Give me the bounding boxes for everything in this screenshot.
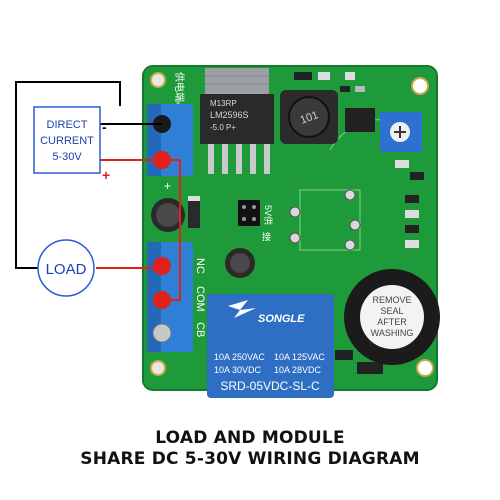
terminal-screw-cb bbox=[152, 323, 172, 343]
ic-text-3: -5.0 P+ bbox=[210, 123, 236, 132]
power-line-3: 5-30V bbox=[52, 151, 82, 163]
smd-components bbox=[289, 72, 424, 374]
mounting-hole bbox=[150, 360, 166, 376]
inductor: 101 bbox=[280, 90, 338, 144]
capacitor-middle bbox=[225, 248, 255, 278]
relay-brand: SONGLE bbox=[258, 313, 305, 325]
relay-row2a: 10A 30VDC bbox=[214, 365, 262, 375]
board-plus-label: + bbox=[164, 179, 171, 193]
regulator-ic: M13RP LM2596S -5.0 P+ bbox=[200, 68, 274, 174]
label-nc: NC bbox=[194, 258, 206, 274]
relay-row1a: 10A 250VAC bbox=[214, 352, 265, 362]
ic-text-1: M13RP bbox=[210, 99, 237, 108]
board-minus-label: - bbox=[176, 95, 180, 109]
mounting-hole bbox=[150, 72, 166, 88]
label-cb: CB bbox=[194, 322, 206, 337]
jumper: 5V供 接 bbox=[238, 200, 274, 242]
relay: SONGLE 10A 250VAC 10A 125VAC 10A 30VDC 1… bbox=[207, 294, 334, 398]
relay-terminal-block: NC COM CB bbox=[147, 242, 206, 352]
caption-line-2: SHARE DC 5-30V WIRING DIAGRAM bbox=[80, 449, 420, 469]
buzzer: REMOVE SEAL AFTER WASHING bbox=[344, 269, 440, 365]
load-symbol: LOAD bbox=[37, 239, 95, 297]
diode bbox=[188, 196, 200, 228]
power-supply-box: DIRECT CURRENT 5-30V - + bbox=[33, 106, 110, 183]
buzzer-line-1: REMOVE bbox=[372, 295, 411, 305]
jumper-label-2: 接 bbox=[262, 231, 271, 242]
wires bbox=[15, 81, 181, 301]
buzzer-line-3: AFTER bbox=[377, 317, 407, 327]
power-minus-sign: - bbox=[102, 119, 107, 135]
capacitor-left bbox=[151, 198, 185, 232]
relay-model: SRD-05VDC-SL-C bbox=[220, 379, 320, 393]
relay-row2b: 10A 28VDC bbox=[274, 365, 322, 375]
inductor-mark: 101 bbox=[299, 109, 320, 127]
power-line-2: CURRENT bbox=[40, 135, 94, 147]
wire-red-com bbox=[162, 159, 181, 301]
ic-text-2: LM2596S bbox=[210, 110, 249, 120]
potentiometer bbox=[380, 112, 422, 152]
relay-row1b: 10A 125VAC bbox=[274, 352, 325, 362]
wire-black-top bbox=[15, 81, 121, 269]
mounting-hole bbox=[416, 359, 434, 377]
power-line-1: DIRECT bbox=[47, 119, 88, 131]
buzzer-line-4: WASHING bbox=[371, 328, 414, 338]
terminal-screw-nc bbox=[153, 257, 171, 275]
jumper-label: 5V供 bbox=[263, 205, 274, 225]
buzzer-line-2: SEAL bbox=[380, 306, 403, 316]
power-plus-sign: + bbox=[102, 167, 110, 183]
load-label: LOAD bbox=[46, 261, 87, 278]
label-com: COM bbox=[194, 286, 206, 312]
caption-line-1: LOAD AND MODULE bbox=[155, 428, 345, 448]
mounting-hole bbox=[411, 77, 429, 95]
supply-label-cn: 供电端 bbox=[173, 72, 186, 102]
